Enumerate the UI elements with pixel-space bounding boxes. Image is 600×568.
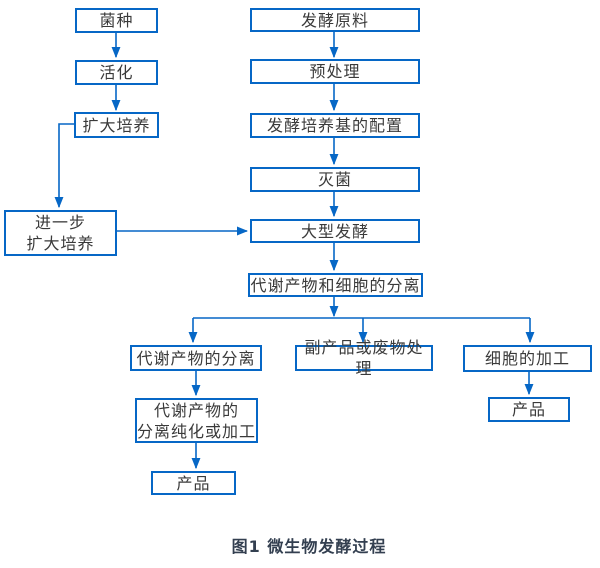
- node-cell-processing-label: 细胞的加工: [484, 349, 570, 368]
- node-large-fermentation: 大型发酵: [250, 219, 420, 243]
- node-raw-material: 发酵原料: [250, 8, 420, 32]
- node-activation: 活化: [75, 60, 158, 85]
- node-large-fermentation-label: 大型发酵: [300, 221, 369, 241]
- node-metabolite-separation: 代谢产物的分离: [130, 345, 262, 371]
- node-further-expand-culture-label: 进一步 扩大培养: [26, 213, 95, 253]
- node-medium-prep-label: 发酵培养基的配置: [266, 116, 403, 135]
- node-product-left: 产品: [151, 471, 236, 495]
- node-product-right-label: 产品: [511, 400, 546, 419]
- node-byproduct-waste-label: 副产品或废物处理: [304, 338, 424, 378]
- node-further-expand-culture: 进一步 扩大培养: [4, 210, 117, 256]
- node-cell-processing: 细胞的加工: [463, 345, 592, 372]
- node-seed-label: 菌种: [99, 11, 134, 30]
- node-activation-label: 活化: [99, 63, 134, 82]
- node-expand-culture: 扩大培养: [74, 112, 159, 138]
- node-separation-label: 代谢产物和细胞的分离: [250, 275, 421, 295]
- node-pretreatment: 预处理: [250, 59, 420, 84]
- node-byproduct-waste: 副产品或废物处理: [295, 338, 433, 378]
- node-metabolite-separation-label: 代谢产物的分离: [136, 348, 256, 368]
- node-medium-prep: 发酵培养基的配置: [250, 113, 420, 138]
- figure-caption: 图1 微生物发酵过程: [231, 537, 387, 556]
- node-product-right: 产品: [488, 397, 570, 422]
- node-separation: 代谢产物和细胞的分离: [248, 273, 423, 297]
- node-pretreatment-label: 预处理: [309, 62, 361, 81]
- node-purification: 代谢产物的 分离纯化或加工: [135, 398, 258, 443]
- node-product-left-label: 产品: [176, 473, 211, 493]
- arrow-expand-further: [54, 123, 74, 209]
- node-sterilization: 灭菌: [250, 167, 420, 192]
- node-sterilization-label: 灭菌: [317, 170, 352, 189]
- node-seed: 菌种: [75, 8, 158, 33]
- node-expand-culture-label: 扩大培养: [82, 115, 151, 135]
- node-raw-material-label: 发酵原料: [300, 10, 369, 30]
- node-purification-label: 代谢产物的 分离纯化或加工: [137, 400, 257, 441]
